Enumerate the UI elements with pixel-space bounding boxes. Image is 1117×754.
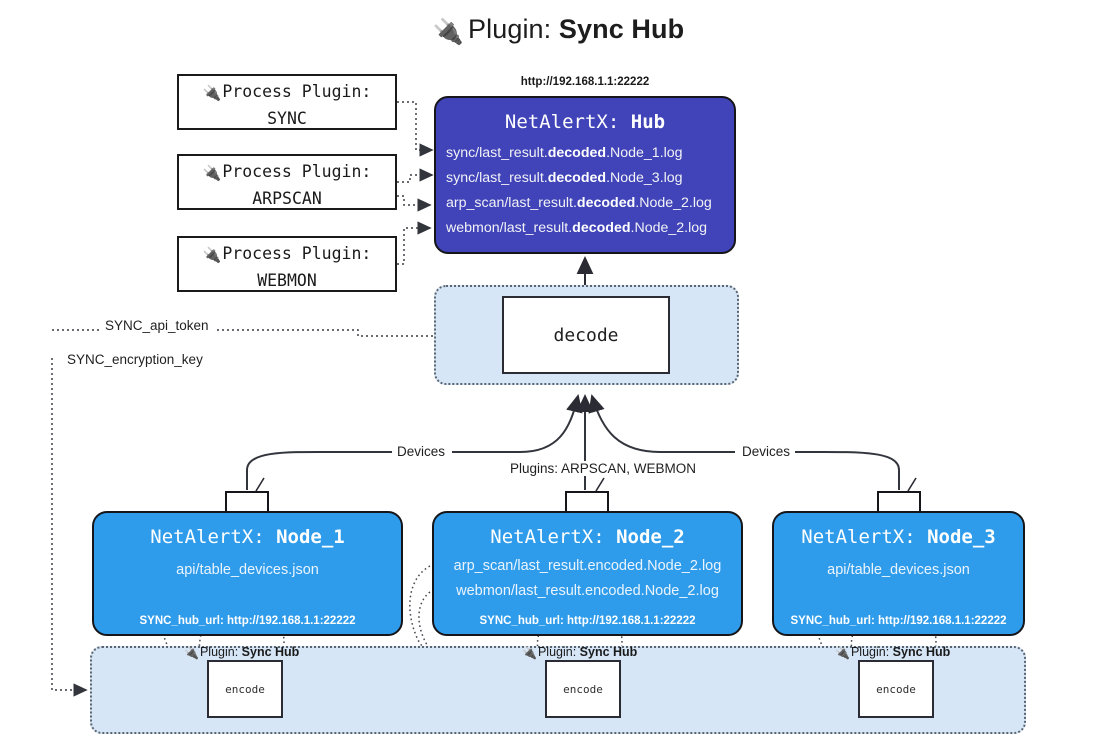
process-plugin-name: WEBMON: [257, 271, 317, 290]
electric-plug-icon: 🔌: [835, 646, 850, 660]
edge-label-devices-left: Devices: [392, 444, 451, 459]
page-title: 🔌Plugin: Sync Hub: [0, 14, 1117, 47]
edge-label-api-token: SYNC_api_token: [100, 318, 214, 333]
hub-log-row: sync/last_result.decoded.Node_3.log: [446, 170, 683, 186]
edge-label-plugins: Plugins: ARPSCAN, WEBMON: [505, 461, 702, 476]
hub-log-row: sync/last_result.decoded.Node_1.log: [446, 145, 683, 161]
edge-label-encryption-key: SYNC_encryption_key: [62, 352, 208, 367]
edge-label-devices-right: Devices: [737, 444, 796, 459]
encode-box[interactable]: encode: [858, 660, 934, 718]
node-hub-url: SYNC_hub_url: http://192.168.1.1:22222: [479, 615, 696, 627]
hub-title: NetAlertX: Hub: [504, 111, 666, 133]
node-hub-url: SYNC_hub_url: http://192.168.1.1:22222: [790, 615, 1007, 627]
electric-plug-icon: 🔌: [202, 84, 222, 102]
node-box-node-1[interactable]: NetAlertX: Node_1 api/table_devices.json…: [92, 511, 403, 636]
decode-box[interactable]: decode: [502, 296, 670, 374]
process-plugin-box-sync[interactable]: 🔌Process Plugin: SYNC: [177, 74, 397, 130]
encode-plugin-label: 🔌Plugin: Sync Hub: [835, 645, 951, 660]
electric-plug-icon: 🔌: [202, 164, 222, 182]
hub-url-label: http://192.168.1.1:22222: [520, 76, 650, 88]
encode-plugin-label: 🔌Plugin: Sync Hub: [522, 645, 638, 660]
electric-plug-icon: 🔌: [202, 246, 222, 264]
hub-log-list: sync/last_result.decoded.Node_1.log sync…: [436, 141, 734, 241]
page-title-name: Sync Hub: [558, 14, 685, 44]
process-plugin-label: Process Plugin:: [222, 162, 372, 181]
process-plugin-box-arpscan[interactable]: 🔌Process Plugin: ARPSCAN: [177, 154, 397, 210]
hub-node-box[interactable]: NetAlertX: Hub sync/last_result.decoded.…: [434, 96, 736, 254]
encode-plugin-label: 🔌Plugin: Sync Hub: [184, 645, 300, 660]
node-title: NetAlertX: Node_1: [150, 526, 345, 548]
process-plugin-label: Process Plugin:: [222, 244, 372, 263]
process-plugin-box-webmon[interactable]: 🔌Process Plugin: WEBMON: [177, 236, 397, 292]
token-connectors: [51, 329, 500, 697]
node-box-node-3[interactable]: NetAlertX: Node_3 api/table_devices.json…: [772, 511, 1025, 636]
envelope-stems: [255, 477, 917, 492]
process-plugin-label: Process Plugin:: [222, 82, 372, 101]
plugin-to-hub-connectors: [397, 101, 434, 265]
node-detail-line: api/table_devices.json: [176, 562, 319, 578]
page-title-prefix: Plugin:: [468, 14, 559, 44]
encode-box[interactable]: encode: [545, 660, 621, 718]
process-plugin-name: ARPSCAN: [252, 189, 322, 208]
node-detail-line: webmon/last_result.encoded.Node_2.log: [456, 583, 719, 599]
encode-box[interactable]: encode: [207, 660, 283, 718]
node-title: NetAlertX: Node_2: [490, 526, 685, 548]
hub-log-row: webmon/last_result.decoded.Node_2.log: [446, 220, 708, 236]
electric-plug-icon: 🔌: [522, 646, 537, 660]
node-box-node-2[interactable]: NetAlertX: Node_2 arp_scan/last_result.e…: [432, 511, 743, 636]
node-detail-line: arp_scan/last_result.encoded.Node_2.log: [453, 558, 722, 574]
node-title: NetAlertX: Node_3: [801, 526, 996, 548]
hub-log-row: arp_scan/last_result.decoded.Node_2.log: [446, 195, 712, 211]
node-detail-line: api/table_devices.json: [827, 562, 970, 578]
node-hub-url: SYNC_hub_url: http://192.168.1.1:22222: [139, 615, 356, 627]
process-plugin-name: SYNC: [267, 109, 307, 128]
electric-plug-icon: 🔌: [432, 18, 465, 46]
electric-plug-icon: 🔌: [184, 646, 199, 660]
